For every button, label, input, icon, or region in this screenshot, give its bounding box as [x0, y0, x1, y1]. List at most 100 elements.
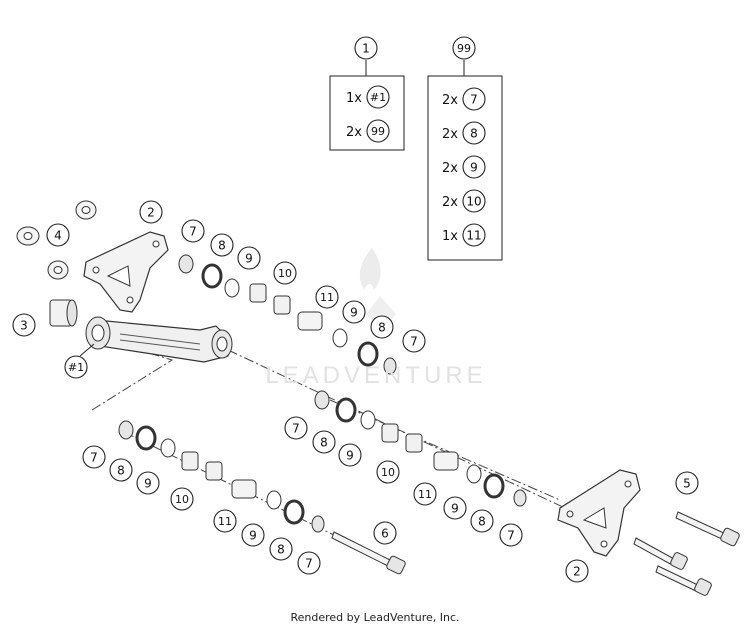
kit-1-ref: 1 [354, 36, 378, 60]
callout-8-label: 10 [278, 267, 292, 280]
callout-30-label: 5 [683, 476, 691, 490]
kit-99-qty-0: 2x [442, 93, 458, 108]
callout-27: 8 [269, 537, 293, 561]
callout-4-label: #1 [68, 361, 84, 374]
kit-99-item-0-label: 7 [470, 92, 478, 106]
callout-18-label: 9 [451, 501, 459, 515]
callout-11: 8 [370, 315, 394, 339]
callout-15-label: 9 [346, 448, 354, 462]
callout-2: 4 [46, 223, 70, 247]
bracket-lower-right [557, 469, 641, 557]
bolt-left [331, 531, 406, 575]
kit-99-item-4: 11 [462, 223, 486, 247]
callout-13-label: 7 [292, 421, 300, 435]
kit-99-qty-1: 2x [442, 127, 458, 142]
callout-29: 6 [373, 521, 397, 545]
callout-19-label: 8 [478, 514, 486, 528]
callout-14-label: 8 [320, 435, 328, 449]
callout-12-label: 7 [410, 334, 418, 348]
callout-7-label: 9 [245, 251, 253, 265]
callout-19: 8 [470, 509, 494, 533]
callout-25-label: 11 [218, 515, 232, 528]
kit-99-qty-2: 2x [442, 161, 458, 176]
kit-99-item-2: 9 [462, 155, 486, 179]
callout-3-label: 3 [20, 318, 28, 332]
callout-25: 11 [213, 509, 237, 533]
callout-10-label: 9 [350, 305, 358, 319]
callout-23-label: 9 [144, 476, 152, 490]
callout-22-label: 8 [117, 463, 125, 477]
callout-16: 10 [376, 460, 400, 484]
kit-99-ref-label: 99 [457, 42, 471, 55]
kit-99-item-3: 10 [462, 189, 486, 213]
callout-20: 7 [499, 523, 523, 547]
callout-17: 11 [413, 482, 437, 506]
kit-1-item-1: 99 [366, 119, 390, 143]
bearing-stack-top [178, 254, 397, 375]
callout-21-label: 7 [90, 450, 98, 464]
callout-22: 8 [109, 458, 133, 482]
callout-5-label: 7 [189, 224, 197, 238]
bolt-right-middle [633, 537, 688, 570]
kit-1-frame [329, 75, 405, 151]
callout-16-label: 10 [381, 466, 395, 479]
bracket-upper-left [83, 231, 169, 313]
kit-1-qty-1: 2x [346, 125, 362, 140]
lower-center-line [119, 429, 341, 539]
kit-99-item-2-label: 9 [470, 160, 478, 174]
callout-2-label: 4 [54, 228, 62, 242]
kit-1-ref-label: 1 [362, 41, 370, 55]
kit-99-item-3-label: 10 [466, 194, 481, 208]
kit-1-item-0-label: #1 [370, 91, 386, 104]
callout-9: 11 [315, 285, 339, 309]
callout-11-label: 8 [378, 320, 386, 334]
kit-1-qty-0: 1x [346, 91, 362, 106]
link-callout-leader [79, 343, 95, 357]
hex-nut-left [16, 226, 40, 246]
callout-26-label: 9 [249, 528, 257, 542]
callout-27-label: 8 [277, 542, 285, 556]
bearing-stack-middle [314, 390, 527, 507]
kit-99-item-1-label: 8 [470, 126, 478, 140]
callout-14: 8 [312, 430, 336, 454]
callout-31: 2 [565, 559, 589, 583]
callout-17-label: 11 [418, 488, 432, 501]
callout-6: 8 [210, 233, 234, 257]
callout-6-label: 8 [218, 238, 226, 252]
callout-28-label: 7 [305, 556, 313, 570]
callout-30: 5 [675, 471, 699, 495]
kit-99-qty-3: 2x [442, 195, 458, 210]
callout-28: 7 [297, 551, 321, 575]
callout-1-label: 2 [147, 205, 155, 219]
callout-21: 7 [82, 445, 106, 469]
callout-12: 7 [402, 329, 426, 353]
callout-23: 9 [136, 471, 160, 495]
bearing-stack-lower [118, 420, 325, 533]
callout-4: #1 [64, 355, 88, 379]
callout-13: 7 [284, 416, 308, 440]
bushing-spacer [49, 299, 78, 327]
callout-26: 9 [241, 523, 265, 547]
kit-1-item-0: #1 [366, 85, 390, 109]
callout-29-label: 6 [381, 526, 389, 540]
callout-10: 9 [342, 300, 366, 324]
callout-18: 9 [443, 496, 467, 520]
callout-24: 10 [170, 487, 194, 511]
callout-layer: 2 4 3 #1 7 8 9 10 11 9 8 7 7 8 9 10 11 9 8 7 7 8 9 10 11 9 8 7 6 5 2 [12, 200, 699, 583]
bolt-right-lower [655, 565, 712, 596]
callout-31-label: 2 [573, 564, 581, 578]
hex-nut-middle [47, 260, 69, 280]
connecting-link [85, 316, 233, 363]
kit-99-ref: 99 [452, 36, 476, 60]
bolt-right-top [675, 511, 740, 547]
callout-8: 10 [273, 261, 297, 285]
callout-9-label: 11 [320, 291, 334, 304]
kit-99-qty-4: 1x [442, 229, 458, 244]
callout-1: 2 [139, 200, 163, 224]
kit-99-item-4-label: 11 [466, 228, 481, 242]
kit-1-item-1-label: 99 [371, 125, 385, 138]
watermark-text: LEADVENTURE [265, 362, 487, 389]
callout-20-label: 7 [507, 528, 515, 542]
